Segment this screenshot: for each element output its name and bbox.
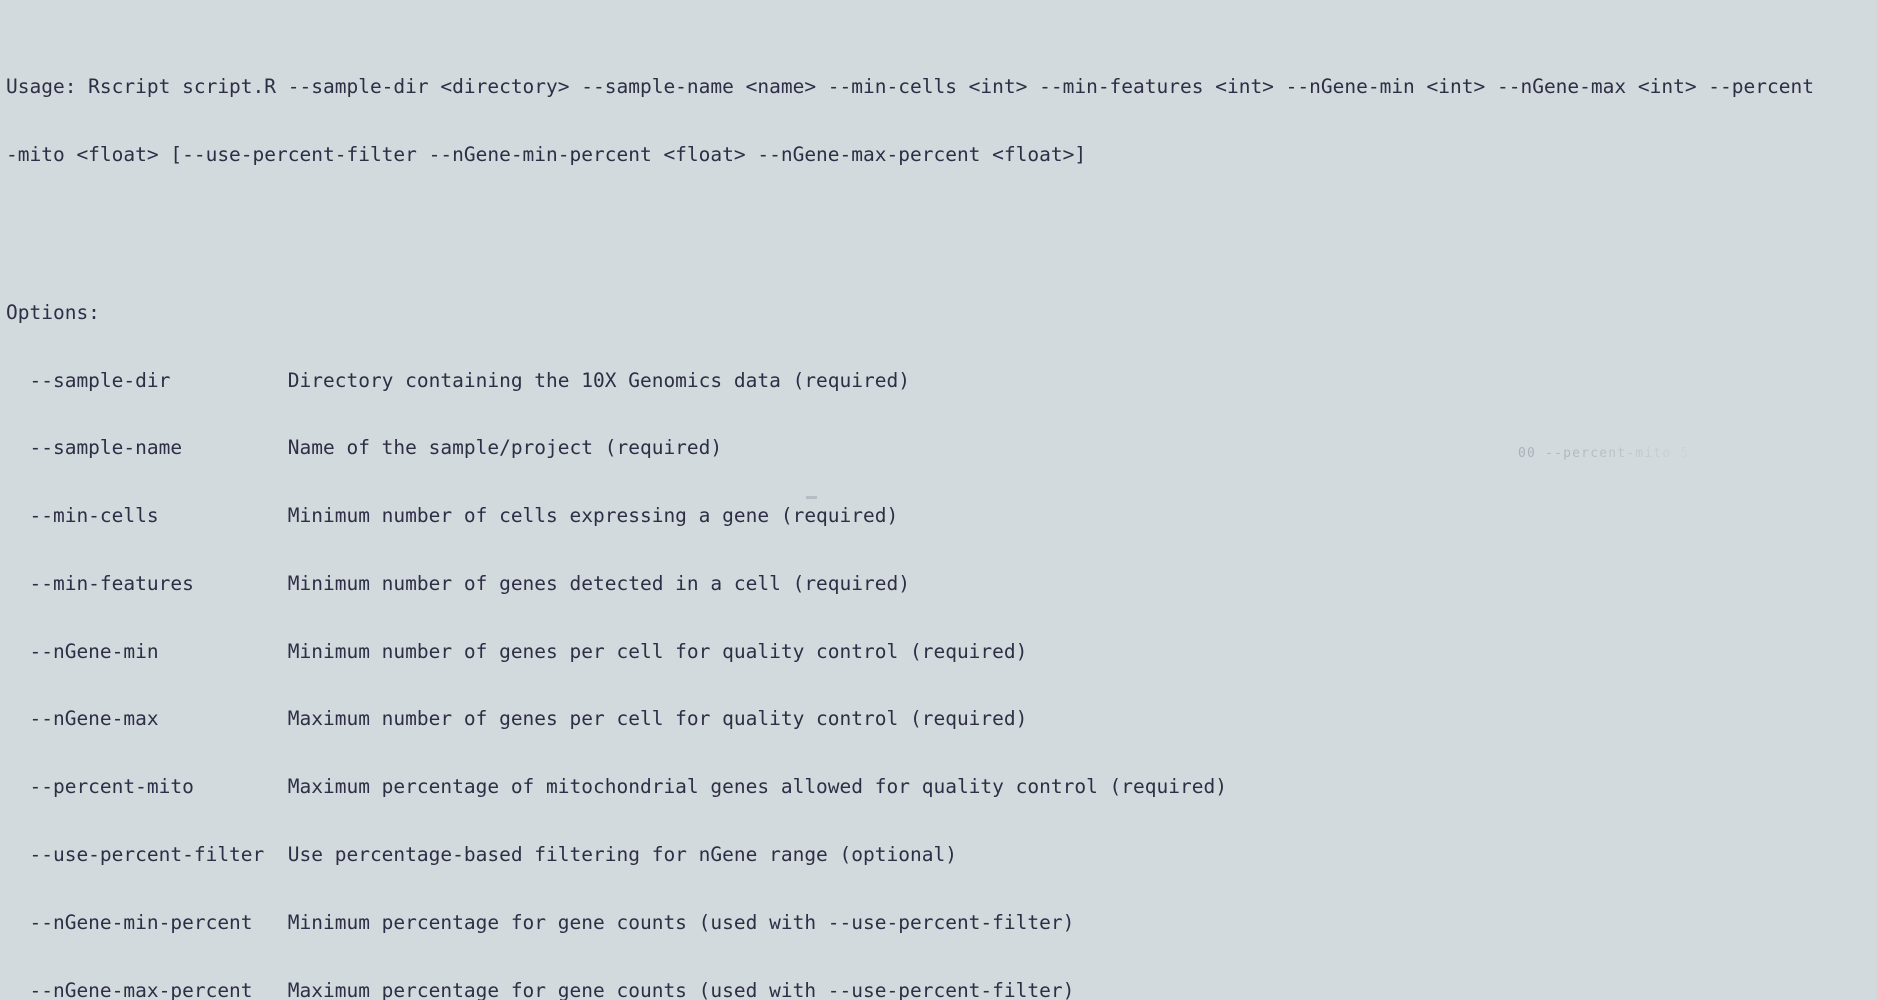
option-row-ngene-max-percent: --nGene-max-percent Maximum percentage f… xyxy=(6,978,1075,1000)
usage-line-2: -mito <float> [--use-percent-filter --nG… xyxy=(6,142,1087,166)
option-row-ngene-min: --nGene-min Minimum number of genes per … xyxy=(6,639,1028,663)
usage-line-1: Usage: Rscript script.R --sample-dir <di… xyxy=(6,74,1814,98)
terminal-output: Usage: Rscript script.R --sample-dir <di… xyxy=(0,74,1877,1000)
option-row-use-percent-filter: --use-percent-filter Use percentage-base… xyxy=(6,842,957,866)
option-row-percent-mito: --percent-mito Maximum percentage of mit… xyxy=(6,775,1227,799)
blank-line-1 xyxy=(0,211,1877,234)
cursor-smudge xyxy=(806,496,817,499)
option-row-min-features: --min-features Minimum number of genes d… xyxy=(6,571,910,595)
option-row-sample-name: --sample-name Name of the sample/project… xyxy=(6,436,723,460)
option-row-ngene-min-percent: --nGene-min-percent Minimum percentage f… xyxy=(6,910,1075,934)
option-row-min-cells: --min-cells Minimum number of cells expr… xyxy=(6,504,899,528)
options-heading: Options: xyxy=(6,300,100,324)
option-row-ngene-max: --nGene-max Maximum number of genes per … xyxy=(6,707,1028,731)
option-row-sample-dir: --sample-dir Directory containing the 10… xyxy=(6,368,910,392)
